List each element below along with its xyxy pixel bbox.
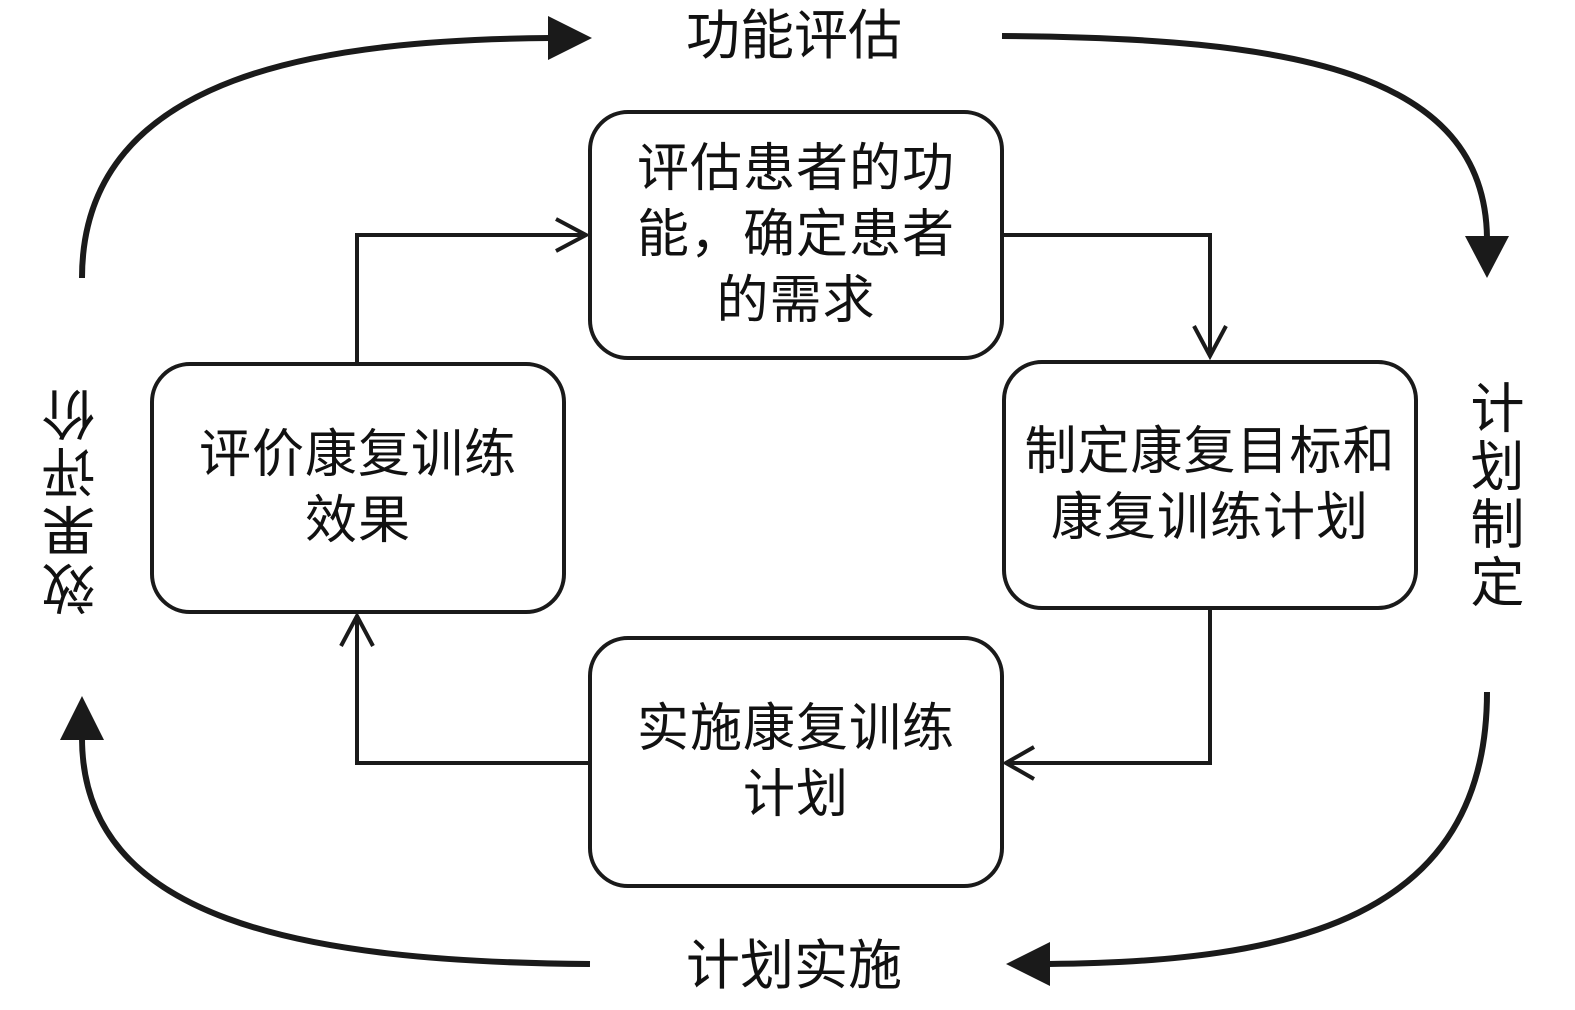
arrowhead-top bbox=[548, 16, 592, 60]
connector-evaluate-to-assess bbox=[355, 233, 586, 363]
outer-label-right: 计划制定 bbox=[1461, 380, 1524, 612]
connector-implement-to-evaluate bbox=[355, 616, 590, 765]
outer-label-top: 功能评估 bbox=[686, 4, 902, 67]
outer-arc-top-right bbox=[1001, 33, 1490, 239]
arrowhead-right bbox=[1465, 236, 1509, 278]
box-implement-plan-text: 实施康复训练 计划 bbox=[636, 699, 955, 825]
box-evaluate-effect-text: 评价康复训练 效果 bbox=[198, 425, 517, 551]
arrowhead-plan bbox=[1192, 325, 1228, 361]
box-assess-function-text: 评估患者的功 能，确定患者 的需求 bbox=[636, 139, 955, 331]
box-assess-function: 评估患者的功 能，确定患者 的需求 bbox=[588, 110, 1004, 360]
outer-arc-bottom-left bbox=[79, 737, 591, 967]
box-evaluate-effect: 评价康复训练 效果 bbox=[150, 362, 566, 614]
box-make-plan: 制定康复目标和 康复训练计划 bbox=[1002, 360, 1418, 610]
outer-arc-bottom-right bbox=[1047, 691, 1490, 967]
arrowhead-left bbox=[60, 696, 104, 740]
arrowhead-assess bbox=[555, 217, 591, 253]
outer-label-bottom: 计划实施 bbox=[686, 934, 902, 997]
box-implement-plan: 实施康复训练 计划 bbox=[588, 636, 1004, 888]
arrowhead-bottom bbox=[1006, 942, 1050, 986]
box-make-plan-text: 制定康复目标和 康复训练计划 bbox=[1024, 422, 1396, 548]
connector-assess-to-plan bbox=[1003, 233, 1212, 356]
outer-arc-top-left bbox=[79, 35, 551, 279]
arrowhead-evaluate bbox=[339, 611, 375, 647]
arrowhead-implement bbox=[1001, 745, 1035, 781]
connector-plan-to-implement bbox=[1006, 608, 1212, 765]
outer-label-left: 效果评价 bbox=[42, 384, 105, 616]
